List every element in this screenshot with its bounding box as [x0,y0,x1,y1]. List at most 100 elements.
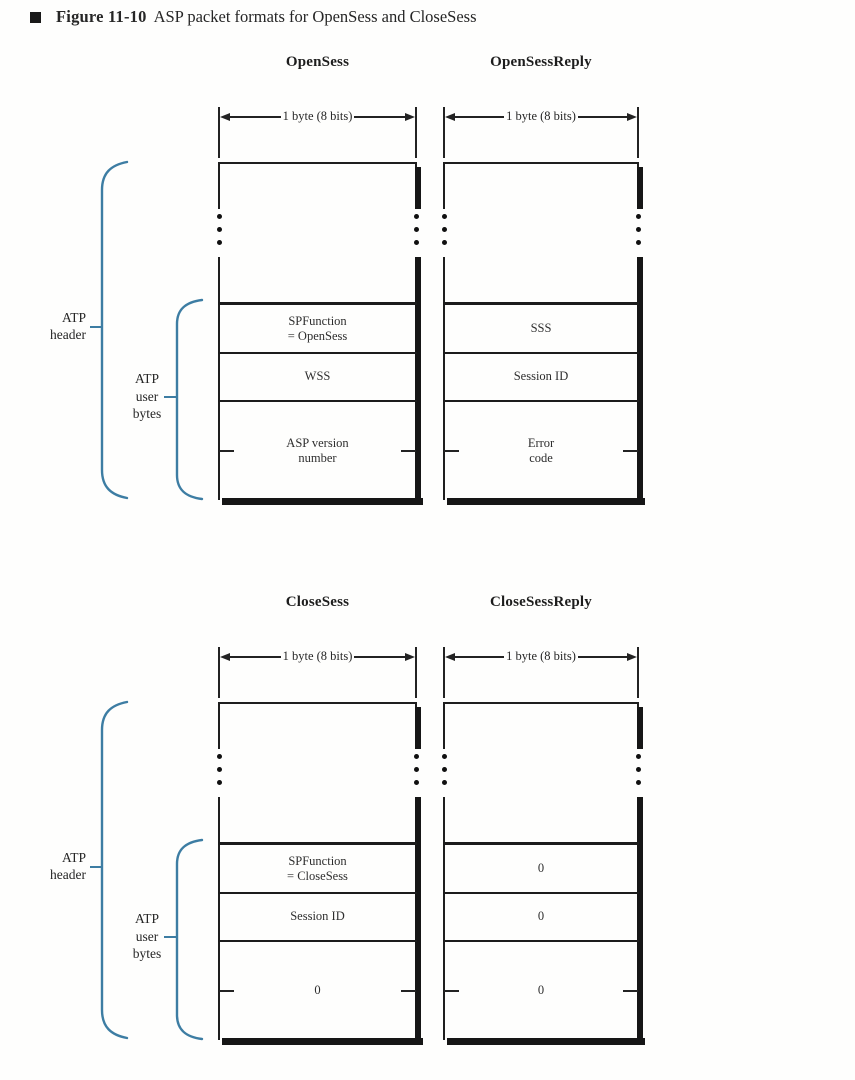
packet-box-closesessreply: 0 0 0 [441,702,645,1045]
packet-title: OpenSess [285,54,350,70]
field-row: WSS [218,354,417,402]
packet-title: CloseSessReply [490,594,592,610]
field-rows: 0 0 0 [443,842,639,1040]
tick-line [637,107,639,158]
arrow-right-head-icon [405,113,416,121]
variable-length-tick [623,989,638,992]
atp-user-bytes-brace-icon [175,298,204,501]
continuation-dots [216,214,222,245]
tick-line [218,107,220,158]
packet-box-opensess: SPFunction = OpenSess WSS ASP version nu… [216,162,423,505]
continuation-dots [441,754,447,785]
arrow-line [455,116,505,118]
tick-line [637,647,639,698]
arrow-line [230,656,281,658]
drop-shadow [415,167,421,209]
drop-shadow [637,167,643,209]
brace-connector-line [164,936,176,938]
arrow-line [230,116,281,118]
arrow-left-head-icon [445,113,455,121]
variable-length-tick [219,449,234,452]
variable-length-tick [401,449,416,452]
packet-title: OpenSessReply [490,54,592,70]
field-row: 0 [443,894,639,942]
field-rows: SSS Session ID Error code [443,302,639,500]
drop-shadow [637,257,643,500]
drop-shadow [415,707,421,749]
variable-length-tick [219,989,234,992]
packet-box-opensessreply: SSS Session ID Error code [441,162,645,505]
drop-shadow [447,1038,645,1045]
packet-title: CloseSess [285,594,350,610]
arrow-left-head-icon [220,113,230,121]
field-row: ASP version number [218,402,417,501]
arrow-left-head-icon [445,653,455,661]
field-row: Session ID [443,354,639,402]
field-row: Error code [443,402,639,501]
variable-length-tick [623,449,638,452]
continuation-dots [441,214,447,245]
field-row: SSS [443,305,639,354]
drop-shadow [447,498,645,505]
continuation-dots [216,754,222,785]
field-rows: SPFunction = CloseSess Session ID 0 [218,842,417,1040]
byte-width-label: 1 byte (8 bits) [506,648,576,663]
atp-header-label: ATP header [50,850,86,882]
byte-width-label: 1 byte (8 bits) [282,108,353,123]
field-row: Session ID [218,894,417,942]
figure-caption-row: Figure 11-10 ASP packet formats for Open… [30,7,477,27]
variable-length-tick [444,989,459,992]
arrow-line [455,656,505,658]
field-rows: SPFunction = OpenSess WSS ASP version nu… [218,302,417,500]
byte-width-arrow: 1 byte (8 bits) [443,647,639,698]
tick-line [415,107,417,158]
arrow-right-head-icon [627,653,638,661]
byte-width-label: 1 byte (8 bits) [506,108,576,123]
atp-header-label: ATP header [50,310,86,342]
arrow-right-head-icon [405,653,416,661]
tick-line [443,107,445,158]
variable-length-tick [444,449,459,452]
closesess-diagram-group: CloseSess CloseSessReply 1 byte (8 bits)… [0,540,855,1080]
drop-shadow [415,797,421,1040]
tick-line [415,647,417,698]
byte-width-arrow: 1 byte (8 bits) [218,107,417,158]
continuation-dots [413,754,419,785]
byte-width-label: 1 byte (8 bits) [282,648,353,663]
drop-shadow [637,797,643,1040]
continuation-dots [413,214,419,245]
opensess-diagram-group: OpenSess OpenSessReply 1 byte (8 bits) 1… [50,54,645,505]
arrow-line [354,116,406,118]
brace-connector-line [164,396,176,398]
field-row: SPFunction = OpenSess [218,305,417,354]
figure-label: Figure 11-10 [56,7,147,26]
arrow-left-head-icon [220,653,230,661]
atp-user-bytes-brace-icon [175,838,204,1041]
drop-shadow [222,498,423,505]
arrow-line [354,656,406,658]
drop-shadow [637,707,643,749]
atp-user-bytes-label: ATP user bytes [132,371,162,421]
tick-line [218,647,220,698]
arrow-line [577,656,628,658]
continuation-dots [635,754,641,785]
brace-connector-line [90,326,103,328]
figure-caption: ASP packet formats for OpenSess and Clos… [153,7,477,26]
atp-user-bytes-label: ATP user bytes [132,911,162,961]
arrow-right-head-icon [627,113,638,121]
continuation-dots [635,214,641,245]
field-row: 0 [443,942,639,1041]
atp-header-brace-icon [100,160,129,500]
byte-width-arrow: 1 byte (8 bits) [218,647,417,698]
byte-width-arrow: 1 byte (8 bits) [443,107,639,158]
arrow-line [577,116,628,118]
atp-header-brace-icon [100,700,129,1040]
variable-length-tick [401,989,416,992]
tick-line [443,647,445,698]
field-row: 0 [443,845,639,894]
field-row: 0 [218,942,417,1041]
square-bullet-icon [30,12,41,23]
brace-connector-line [90,866,103,868]
drop-shadow [415,257,421,500]
packet-box-closesess: SPFunction = CloseSess Session ID 0 [216,702,423,1045]
